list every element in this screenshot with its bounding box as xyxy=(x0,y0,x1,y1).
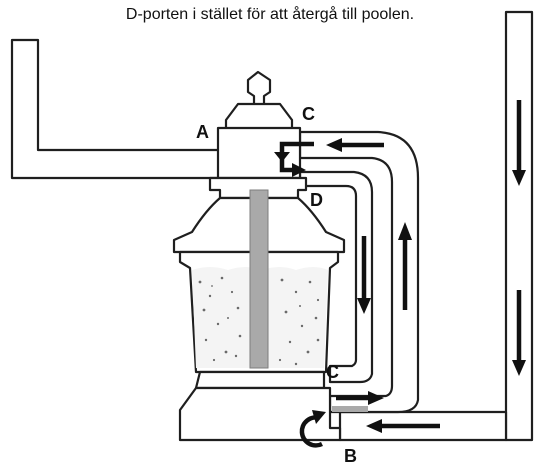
arrow-outer-loop-up xyxy=(398,222,412,310)
sand-dots xyxy=(198,276,320,366)
pipe-right-vertical xyxy=(504,10,534,442)
pipe-inner-loop xyxy=(298,170,374,384)
standpipe xyxy=(249,189,269,369)
diagram-caption: D-porten i stället för att återgå till p… xyxy=(125,6,415,23)
arrow-inner-loop-down xyxy=(357,236,371,314)
label-port-c-bottom: C xyxy=(326,362,339,382)
pipe-left-inlet xyxy=(10,38,224,180)
valve-dome xyxy=(224,102,294,132)
pump-rotation-arrow xyxy=(299,410,326,448)
arrow-right-pipe-bottom xyxy=(512,290,526,376)
pump-housing xyxy=(178,386,342,442)
label-port-a: A xyxy=(196,122,209,142)
arrow-bottom-pipe-left xyxy=(366,419,440,433)
pump-outlet-tube xyxy=(332,406,368,412)
pump-base xyxy=(194,370,326,390)
arrow-valve-turnaround xyxy=(274,141,314,177)
arrow-right-pipe-top xyxy=(512,100,526,186)
label-port-d: D xyxy=(310,190,323,210)
label-port-c-top: C xyxy=(302,104,315,124)
arrow-top-into-c xyxy=(326,138,384,152)
label-port-b: B xyxy=(344,446,357,465)
arrow-pump-outlet xyxy=(336,391,384,405)
